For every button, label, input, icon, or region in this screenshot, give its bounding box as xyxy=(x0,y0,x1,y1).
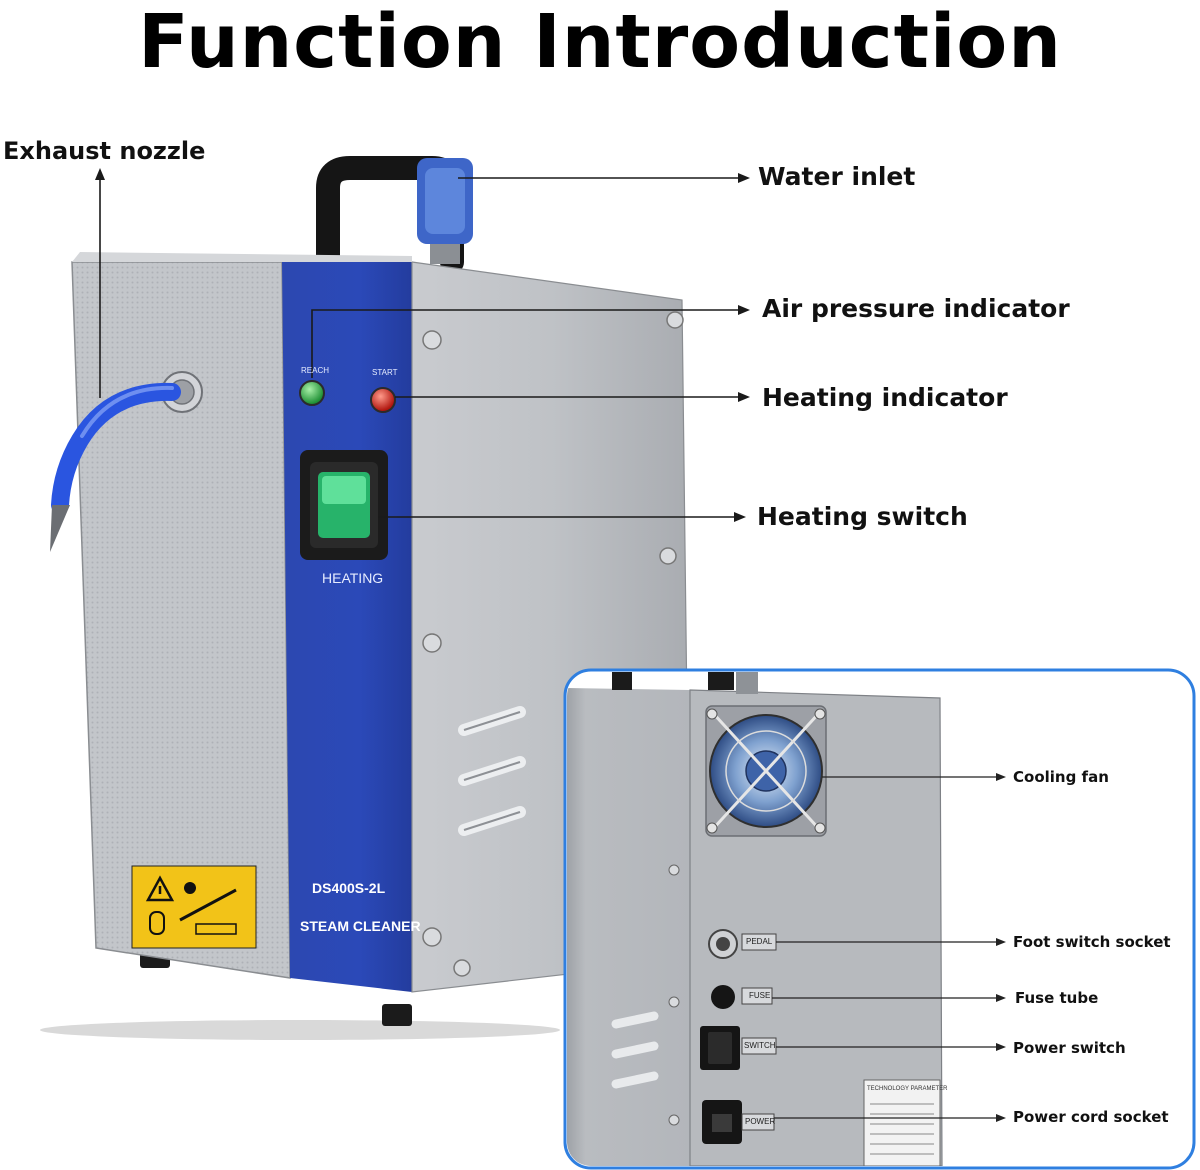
rear-view-inset xyxy=(563,668,1196,1170)
leader-lines-main xyxy=(95,168,750,522)
leader-lines-inset xyxy=(772,773,1006,1122)
steam-cleaner-machine xyxy=(40,156,691,1040)
